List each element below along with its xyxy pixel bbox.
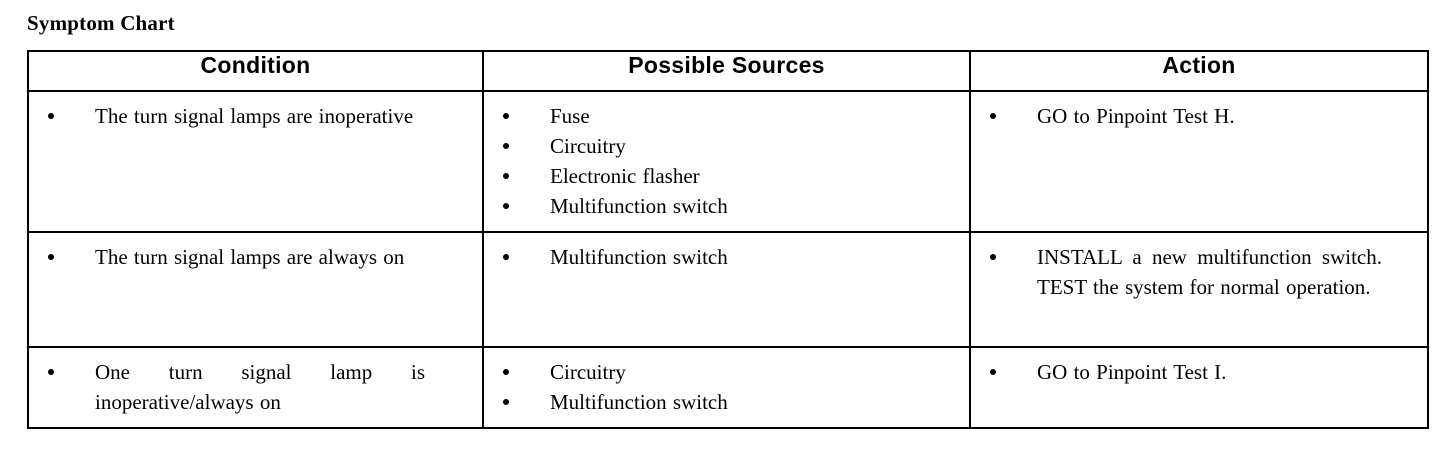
bullet-list-condition: The turn signal lamps are inoperative [37, 101, 474, 131]
list-item: The turn signal lamps are inoperative [37, 101, 474, 131]
table-row: The turn signal lamps are always on Mult… [27, 231, 1429, 348]
cell-action: INSTALL a new multifunction switch. TEST… [969, 231, 1429, 348]
column-header-action: Action [969, 50, 1429, 92]
list-item: GO to Pinpoint Test I. [979, 357, 1419, 387]
bullet-list-action: GO to Pinpoint Test I. [979, 357, 1419, 387]
table-header: Condition Possible Sources Action [27, 50, 1429, 92]
list-item: The turn signal lamps are always on [37, 242, 474, 272]
column-header-condition: Condition [27, 50, 484, 92]
list-item: Circuitry [492, 357, 961, 387]
list-item: INSTALL a new multifunction switch. TEST… [979, 242, 1419, 302]
table-row: The turn signal lamps are inoperative Fu… [27, 90, 1429, 233]
list-item-label: The turn signal lamps are inoperative [95, 104, 414, 128]
cell-content: Fuse Circuitry Electronic flasher [484, 92, 969, 231]
bullet-icon [48, 254, 54, 260]
list-item-label: Fuse [550, 104, 590, 128]
cell-condition: One turn signal lamp is inoperative/alwa… [27, 346, 484, 429]
list-item-label: The turn signal lamps are always on [95, 245, 405, 269]
bullet-icon [990, 254, 996, 260]
list-item: GO to Pinpoint Test H. [979, 101, 1419, 131]
list-item-label: Multifunction switch [550, 245, 728, 269]
list-item-label: Multifunction switch [550, 194, 728, 218]
cell-condition: The turn signal lamps are always on [27, 231, 484, 348]
bullet-icon [48, 369, 54, 375]
column-header-possible-sources: Possible Sources [482, 50, 971, 92]
bullet-icon [503, 399, 509, 405]
bullet-icon [48, 113, 54, 119]
list-item-label: Circuitry [550, 134, 626, 158]
list-item-label: One turn signal lamp is inoperative/alwa… [95, 360, 425, 414]
symptom-chart-table: Condition Possible Sources Action The tu… [27, 50, 1429, 429]
list-item-label: GO to Pinpoint Test H. [1037, 104, 1235, 128]
bullet-list-condition: One turn signal lamp is inoperative/alwa… [37, 357, 474, 417]
cell-condition: The turn signal lamps are inoperative [27, 90, 484, 233]
bullet-list-sources: Circuitry Multifunction switch [492, 357, 961, 417]
cell-content: The turn signal lamps are always on [29, 233, 482, 346]
cell-content: GO to Pinpoint Test I. [971, 348, 1427, 401]
cell-content: One turn signal lamp is inoperative/alwa… [29, 348, 482, 427]
bullet-icon [503, 143, 509, 149]
list-item: Electronic flasher [492, 161, 961, 191]
list-item: Multifunction switch [492, 191, 961, 221]
list-item: Multifunction switch [492, 242, 961, 272]
bullet-icon [503, 173, 509, 179]
bullet-icon [503, 254, 509, 260]
cell-possible-sources: Circuitry Multifunction switch [482, 346, 971, 429]
list-item: Fuse [492, 101, 961, 131]
cell-action: GO to Pinpoint Test I. [969, 346, 1429, 429]
cell-possible-sources: Multifunction switch [482, 231, 971, 348]
list-item-label: INSTALL a new multifunction switch. TEST… [1037, 245, 1382, 299]
list-item-label: Electronic flasher [550, 164, 700, 188]
bullet-list-action: GO to Pinpoint Test H. [979, 101, 1419, 131]
bullet-icon [503, 203, 509, 209]
bullet-icon [503, 113, 509, 119]
list-item: Circuitry [492, 131, 961, 161]
table-header-row: Condition Possible Sources Action [27, 50, 1429, 92]
bullet-icon [503, 369, 509, 375]
bullet-icon [990, 369, 996, 375]
bullet-icon [990, 113, 996, 119]
list-item-label: Multifunction switch [550, 390, 728, 414]
cell-action: GO to Pinpoint Test H. [969, 90, 1429, 233]
cell-content: The turn signal lamps are inoperative [29, 92, 482, 207]
cell-content: Circuitry Multifunction switch [484, 348, 969, 427]
list-item: One turn signal lamp is inoperative/alwa… [37, 357, 474, 417]
table-row: One turn signal lamp is inoperative/alwa… [27, 346, 1429, 429]
cell-content: Multifunction switch [484, 233, 969, 346]
list-item: Multifunction switch [492, 387, 961, 417]
bullet-list-action: INSTALL a new multifunction switch. TEST… [979, 242, 1419, 302]
cell-possible-sources: Fuse Circuitry Electronic flasher [482, 90, 971, 233]
page-title: Symptom Chart [27, 11, 175, 35]
list-item-label: Circuitry [550, 360, 626, 384]
list-item-label: GO to Pinpoint Test I. [1037, 360, 1227, 384]
cell-content: GO to Pinpoint Test H. [971, 92, 1427, 207]
bullet-list-sources: Fuse Circuitry Electronic flasher [492, 101, 961, 221]
table-body: The turn signal lamps are inoperative Fu… [27, 90, 1429, 429]
cell-content: INSTALL a new multifunction switch. TEST… [971, 233, 1427, 346]
bullet-list-condition: The turn signal lamps are always on [37, 242, 474, 272]
bullet-list-sources: Multifunction switch [492, 242, 961, 272]
